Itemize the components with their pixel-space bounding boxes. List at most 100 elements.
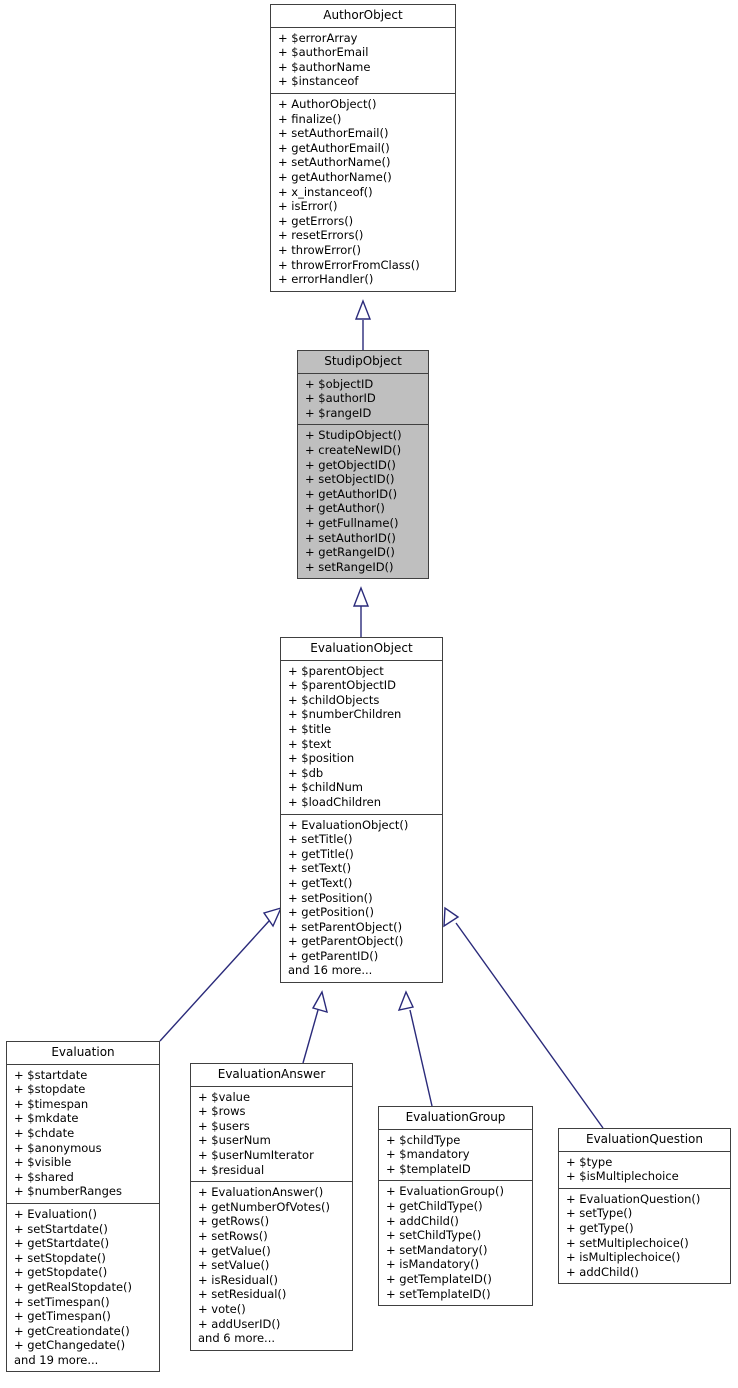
attribute-item: + $instanceof [278, 74, 359, 89]
attribute-item: + $numberChildren [288, 707, 402, 722]
edge-evaluationquestion-to-evaluationobject [443, 906, 604, 1129]
method-item: + setRangeID() [305, 559, 394, 574]
method-item: + EvaluationObject() [288, 817, 409, 832]
method-item: + getRows() [198, 1214, 270, 1229]
class-name: EvaluationGroup [379, 1107, 532, 1130]
method-item: + vote() [198, 1301, 246, 1316]
class-name: AuthorObject [271, 5, 455, 28]
methods-compartment: + Evaluation()+ setStartdate()+ getStart… [7, 1203, 159, 1372]
method-item: + setAuthorName() [278, 155, 391, 170]
attribute-item: + $text [288, 736, 332, 751]
method-item: + getParentID() [288, 948, 379, 963]
class-name: EvaluationAnswer [191, 1064, 352, 1087]
method-item: + getType() [566, 1220, 634, 1235]
edge-studipobject-to-authorobject [354, 299, 372, 350]
attribute-item: + $userNumIterator [198, 1147, 314, 1162]
method-item: + setResidual() [198, 1287, 287, 1302]
method-item: + setPosition() [288, 890, 373, 905]
method-item: + setTitle() [288, 832, 353, 847]
attribute-item: + $authorEmail [278, 45, 369, 60]
method-item: + getErrors() [278, 213, 354, 228]
attribute-item: + $residual [198, 1162, 265, 1177]
attribute-item: + $childType [386, 1132, 461, 1147]
method-item: + throwError() [278, 242, 362, 257]
attributes-compartment: + $errorArray+ $authorEmail+ $authorName… [271, 27, 455, 94]
method-item: + getRealStopdate() [14, 1279, 133, 1294]
attribute-item: + $anonymous [14, 1140, 102, 1155]
attribute-item: + $db [288, 765, 324, 780]
edge-evaluation-to-evaluationobject [159, 906, 283, 1042]
attribute-item: + $numberRanges [14, 1184, 122, 1199]
method-item: + addChild() [566, 1264, 639, 1279]
methods-compartment: + EvaluationGroup()+ getChildType()+ add… [379, 1181, 532, 1306]
method-item: + throwErrorFromClass() [278, 257, 420, 272]
class-name: Evaluation [7, 1042, 159, 1065]
attribute-item: + $type [566, 1154, 613, 1169]
method-item: + getFullname() [305, 515, 399, 530]
method-item: + setMandatory() [386, 1242, 488, 1257]
edge-evaluationgroup-to-evaluationobject [397, 990, 433, 1107]
method-item: + getTimespan() [14, 1309, 111, 1324]
attribute-item: + $value [198, 1089, 251, 1104]
attribute-item: + $timespan [14, 1096, 89, 1111]
method-item: + setChildType() [386, 1228, 482, 1243]
class-box-evaluationobject[interactable]: EvaluationObject+ $parentObject+ $parent… [280, 637, 443, 984]
attributes-compartment: + $value+ $rows+ $users+ $userNum+ $user… [191, 1086, 352, 1183]
class-box-evaluationquestion[interactable]: EvaluationQuestion+ $type+ $isMultiplech… [558, 1128, 731, 1285]
method-item: + isMandatory() [386, 1257, 480, 1272]
class-box-evaluationgroup[interactable]: EvaluationGroup+ $childType+ $mandatory+… [378, 1106, 533, 1307]
attribute-item: + $authorName [278, 59, 371, 74]
method-item: + getChangedate() [14, 1338, 126, 1353]
method-item: + setType() [566, 1206, 633, 1221]
method-item: + setObjectID() [305, 472, 395, 487]
method-item: + setParentObject() [288, 919, 403, 934]
method-item: + finalize() [278, 111, 342, 126]
method-item: + EvaluationGroup() [386, 1184, 504, 1199]
method-item: + addUserID() [198, 1316, 281, 1331]
method-item: + getNumberOfVotes() [198, 1199, 331, 1214]
attribute-item: + $objectID [305, 376, 374, 391]
attribute-item: + $userNum [198, 1133, 271, 1148]
method-item: + getChildType() [386, 1198, 483, 1213]
attributes-compartment: + $objectID+ $authorID+ $rangeID [298, 373, 428, 426]
attribute-item: + $parentObjectID [288, 678, 397, 693]
method-item: + getRangeID() [305, 545, 395, 560]
method-item: + setStopdate() [14, 1250, 106, 1265]
attribute-item: + $childNum [288, 780, 364, 795]
attribute-item: + $loadChildren [288, 794, 382, 809]
more-members-label: and 6 more... [198, 1331, 276, 1346]
method-item: + Evaluation() [14, 1206, 97, 1221]
method-item: + getParentObject() [288, 934, 404, 949]
methods-compartment: + EvaluationAnswer()+ getNumberOfVotes()… [191, 1182, 352, 1350]
method-item: + setText() [288, 861, 352, 876]
attribute-item: + $startdate [14, 1067, 88, 1082]
attribute-item: + $childObjects [288, 692, 380, 707]
class-name: StudipObject [298, 351, 428, 374]
class-box-authorobject[interactable]: AuthorObject+ $errorArray+ $authorEmail+… [270, 4, 456, 292]
method-item: + getStartdate() [14, 1236, 110, 1251]
method-item: + resetErrors() [278, 228, 364, 243]
attribute-item: + $templateID [386, 1161, 471, 1176]
attributes-compartment: + $parentObject+ $parentObjectID+ $child… [281, 660, 442, 815]
attributes-compartment: + $childType+ $mandatory+ $templateID [379, 1129, 532, 1182]
method-item: + getAuthor() [305, 501, 385, 516]
attribute-item: + $mandatory [386, 1147, 470, 1162]
attribute-item: + $rangeID [305, 405, 372, 420]
method-item: + setAuthorID() [305, 530, 396, 545]
attribute-item: + $errorArray [278, 30, 358, 45]
method-item: + setRows() [198, 1228, 268, 1243]
method-item: + setMultiplechoice() [566, 1235, 689, 1250]
method-item: + isMultiplechoice() [566, 1250, 681, 1265]
methods-compartment: + AuthorObject()+ finalize()+ setAuthorE… [271, 93, 455, 291]
methods-compartment: + StudipObject()+ createNewID()+ getObje… [298, 425, 428, 579]
class-box-studipobject[interactable]: StudipObject+ $objectID+ $authorID+ $ran… [297, 350, 429, 580]
method-item: + setTimespan() [14, 1294, 110, 1309]
method-item: + getPosition() [288, 905, 374, 920]
class-box-evaluation[interactable]: Evaluation+ $startdate+ $stopdate+ $time… [6, 1041, 160, 1373]
method-item: + AuthorObject() [278, 96, 377, 111]
method-item: + errorHandler() [278, 272, 374, 287]
method-item: + getValue() [198, 1243, 271, 1258]
attribute-item: + $users [198, 1118, 250, 1133]
class-box-evaluationanswer[interactable]: EvaluationAnswer+ $value+ $rows+ $users+… [190, 1063, 353, 1351]
edge-evaluationanswer-to-evaluationobject [302, 990, 328, 1064]
